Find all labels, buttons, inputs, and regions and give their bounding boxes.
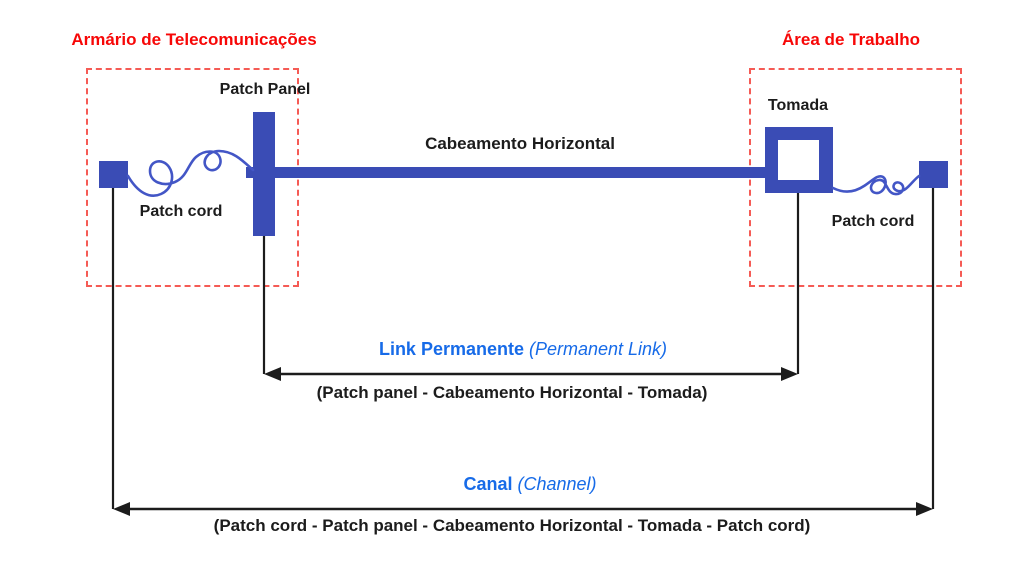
work-area-title: Área de Trabalho xyxy=(782,30,920,49)
channel-title-en: (Channel) xyxy=(517,474,597,494)
channel-composition: (Patch cord - Patch panel - Cabeamento H… xyxy=(213,516,811,535)
channel-title-pt: Canal xyxy=(463,474,513,494)
arrowhead-right-icon xyxy=(916,502,933,516)
patch-cord-label-left: Patch cord xyxy=(139,203,223,220)
arrowhead-left-icon xyxy=(113,502,130,516)
equipment-connector-left xyxy=(99,161,128,188)
patch-panel-shape xyxy=(253,112,275,236)
horizontal-cable-bar xyxy=(246,167,774,178)
outlet-opening xyxy=(778,140,819,180)
channel-title: Canal(Channel) xyxy=(463,474,596,495)
arrowhead-right-icon xyxy=(781,367,798,381)
permanent-link-title-pt: Link Permanente xyxy=(378,339,524,359)
patch-cord-label-right: Patch cord xyxy=(831,213,915,230)
permanent-link-title-en: (Permanent Link) xyxy=(528,339,668,359)
telecom-closet-title: Armário de Telecomunicações xyxy=(71,30,317,49)
patch-panel-label: Patch Panel xyxy=(219,81,311,98)
permanent-link-composition: (Patch panel - Cabeamento Horizontal - T… xyxy=(316,383,708,402)
outlet-label: Tomada xyxy=(767,97,829,114)
equipment-connector-right xyxy=(919,161,948,188)
permanent-link-arrow xyxy=(264,367,798,381)
permanent-link-title: Link Permanente(Permanent Link) xyxy=(379,339,667,360)
horizontal-cable-label: Cabeamento Horizontal xyxy=(425,134,615,153)
outlet-shape xyxy=(765,127,833,193)
arrowhead-left-icon xyxy=(264,367,281,381)
channel-arrow xyxy=(113,502,933,516)
